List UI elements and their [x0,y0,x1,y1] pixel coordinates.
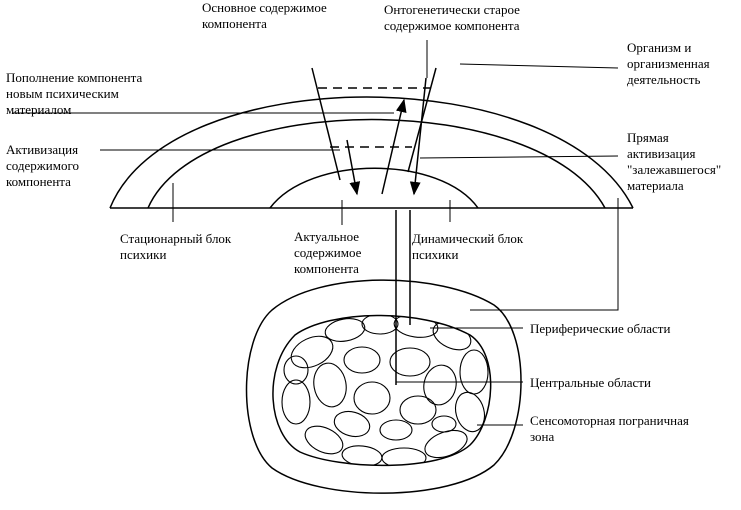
label-main-content: Основное содержимое компонента [202,0,327,31]
label-organism: Организм и организменная деятельность [627,40,710,87]
dynamic-dome [269,167,479,209]
leader-organism-to-oval [470,198,619,311]
label-actual: Актуальное содержимое компонента [294,229,362,276]
label-activation: Активизация содержимого компонента [6,142,79,189]
label-direct-activation: Прямая активизация "залежавшегося" матер… [627,130,722,193]
inner-arc [147,118,606,209]
leader-organism [459,63,619,69]
trapezoid-left [311,67,341,181]
label-onto-old: Онтогенетически старое содержимое компон… [384,2,520,33]
inner-oval [272,314,492,467]
label-replenish: Пополнение компонента новым психическим … [6,70,143,117]
arrow-down-right [409,77,427,196]
leader-direct-activation [419,155,619,159]
cell-texture [281,315,489,466]
label-central: Центральные области [530,375,651,390]
outer-arc [109,96,634,209]
label-stationary: Стационарный блок психики [120,231,232,262]
label-peripheral: Периферические области [530,321,671,336]
arrow-up-center [381,98,407,195]
label-dynamic: Динамический блок психики [412,231,524,262]
arrow-down-left [346,139,361,196]
outer-oval [245,279,522,494]
label-sensomotor: Сенсомоторная пограничная зона [530,413,689,444]
